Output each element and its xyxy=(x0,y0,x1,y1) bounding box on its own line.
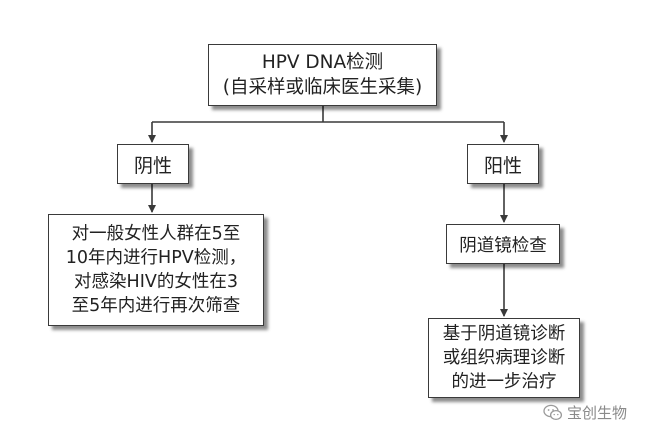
watermark-text: 宝创生物 xyxy=(567,404,628,422)
node-negative-followup-line: 对感染HIV的女性在3 xyxy=(74,272,238,292)
node-further-treatment-line: 的进一步治疗 xyxy=(451,372,557,392)
watermark: 宝创生物 xyxy=(543,402,627,423)
node-positive: 阳性 xyxy=(467,144,539,184)
node-negative-followup-line: 至5年内进行再次筛查 xyxy=(71,296,241,316)
node-negative-followup: 对一般女性人群在5至 10年内进行HPV检测， 对感染HIV的女性在3 至5年内… xyxy=(48,214,264,326)
node-hpv-dna-test: HPV DNA检测 (自采样或临床医生采集) xyxy=(208,44,437,106)
node-hpv-dna-test-subtitle: (自采样或临床医生采集) xyxy=(222,77,423,98)
node-colposcopy-label: 阴道镜检查 xyxy=(459,235,547,256)
node-negative: 阴性 xyxy=(117,144,189,184)
node-positive-label: 阳性 xyxy=(483,154,522,177)
node-negative-label: 阴性 xyxy=(133,154,172,177)
node-hpv-dna-test-title: HPV DNA检测 xyxy=(261,52,384,73)
node-colposcopy: 阴道镜检查 xyxy=(446,224,560,264)
node-negative-followup-line: 10年内进行HPV检测， xyxy=(65,248,247,268)
wechat-icon xyxy=(543,404,563,420)
node-negative-followup-line: 对一般女性人群在5至 xyxy=(71,224,241,244)
node-further-treatment-line: 或组织病理诊断 xyxy=(442,348,566,368)
node-further-treatment-line: 基于阴道镜诊断 xyxy=(442,324,566,344)
node-further-treatment: 基于阴道镜诊断 或组织病理诊断 的进一步治疗 xyxy=(428,318,580,398)
